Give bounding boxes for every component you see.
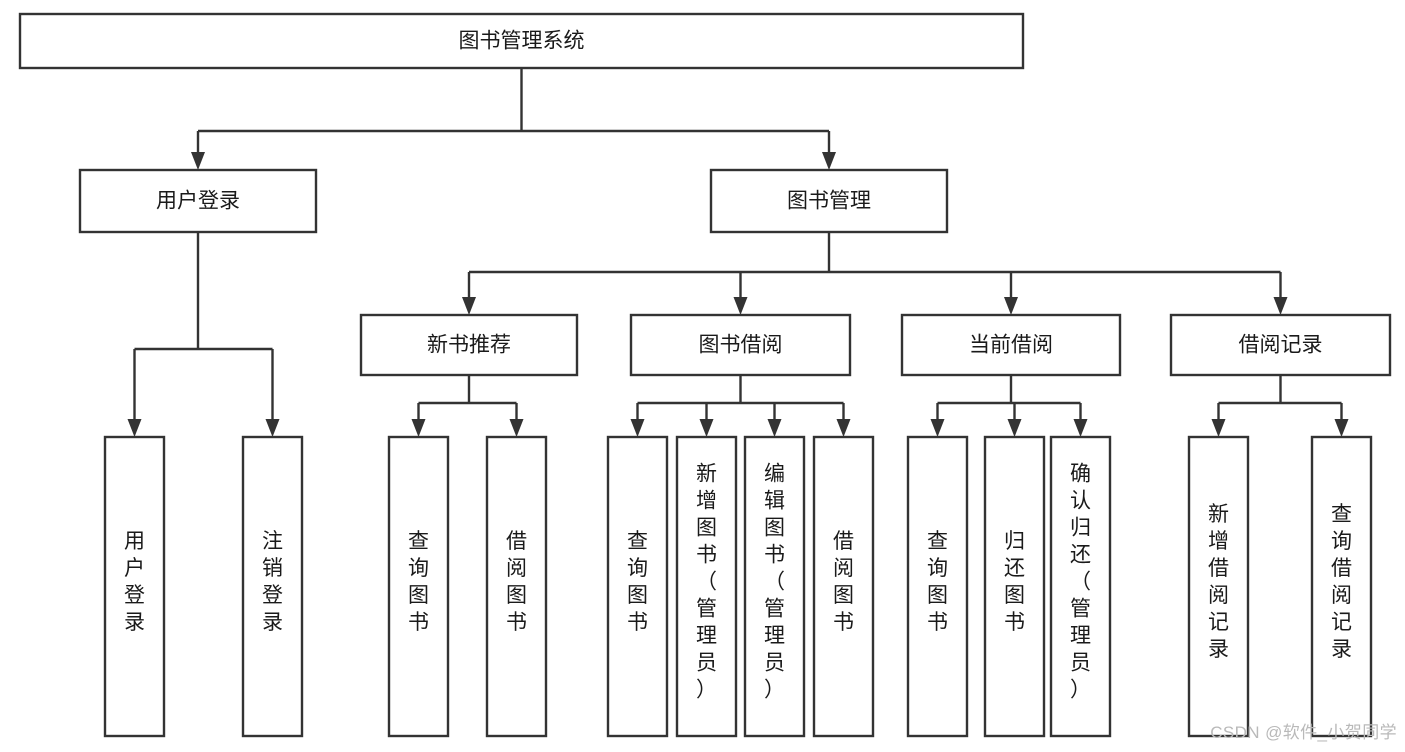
node-box — [1187, 435, 1250, 738]
node-leaf-add-book[interactable]: 新增图书（管理员） — [675, 435, 738, 738]
node-current-borrow[interactable]: 当前借阅 — [900, 313, 1122, 377]
node-label: 图书管理系统 — [459, 30, 585, 53]
node-box — [709, 168, 949, 234]
node-leaf-user-login[interactable]: 用户登录 — [103, 435, 166, 738]
node-label: 新书推荐 — [427, 334, 511, 357]
node-box — [743, 435, 806, 738]
node-label: 查询图书 — [408, 530, 429, 634]
arrow-head — [630, 419, 645, 437]
node-box — [359, 313, 579, 377]
node-label: 注销登录 — [262, 530, 283, 634]
node-box — [18, 12, 1025, 70]
node-box — [485, 435, 548, 738]
node-box — [983, 435, 1046, 738]
node-box — [387, 435, 450, 738]
node-label: 借阅记录 — [1239, 334, 1323, 357]
node-label: 图书管理 — [787, 190, 871, 213]
node-new-book-recommend[interactable]: 新书推荐 — [359, 313, 579, 377]
node-box — [1049, 435, 1112, 738]
node-box — [906, 435, 969, 738]
node-box — [1169, 313, 1392, 377]
node-book-manage[interactable]: 图书管理 — [709, 168, 949, 234]
node-box — [812, 435, 875, 738]
node-label: 编辑图书（管理员） — [764, 463, 785, 702]
node-label: 用户登录 — [156, 190, 240, 213]
arrow-head — [411, 419, 426, 437]
node-label: 查询借阅记录 — [1331, 503, 1352, 661]
node-label: 借阅图书 — [833, 530, 854, 634]
arrow-head — [1334, 419, 1349, 437]
node-label: 借阅图书 — [506, 530, 527, 634]
arrow-head — [1073, 419, 1088, 437]
node-label: 确认归还（管理员） — [1070, 463, 1091, 702]
node-leaf-query-book-3[interactable]: 查询图书 — [906, 435, 969, 738]
node-leaf-query-record[interactable]: 查询借阅记录 — [1310, 435, 1373, 738]
arrow-head — [930, 419, 945, 437]
arrow-head — [191, 152, 205, 170]
arrow-head — [462, 297, 476, 315]
arrow-head — [733, 297, 748, 315]
node-root-root[interactable]: 图书管理系统 — [18, 12, 1025, 70]
node-label: 当前借阅 — [969, 334, 1053, 357]
node-box — [1310, 435, 1373, 738]
node-box — [606, 435, 669, 738]
node-label: 图书借阅 — [699, 334, 783, 357]
arrow-head — [509, 419, 524, 437]
node-leaf-add-record[interactable]: 新增借阅记录 — [1187, 435, 1250, 738]
node-layer: 图书管理系统用户登录图书管理新书推荐图书借阅当前借阅借阅记录用户登录注销登录查询… — [18, 12, 1392, 738]
connector-layer — [127, 68, 1349, 437]
node-label: 新增借阅记录 — [1208, 503, 1229, 661]
arrow-head — [127, 419, 142, 437]
node-box — [629, 313, 852, 377]
node-label: 查询图书 — [927, 530, 948, 634]
node-label: 用户登录 — [124, 530, 145, 634]
node-leaf-confirm-return[interactable]: 确认归还（管理员） — [1049, 435, 1112, 738]
node-leaf-query-book-1[interactable]: 查询图书 — [387, 435, 450, 738]
node-box — [900, 313, 1122, 377]
node-label: 新增图书（管理员） — [696, 463, 717, 702]
node-box — [241, 435, 304, 738]
node-user-login[interactable]: 用户登录 — [78, 168, 318, 234]
node-leaf-query-book-2[interactable]: 查询图书 — [606, 435, 669, 738]
arrow-head — [767, 419, 782, 437]
node-leaf-return-book[interactable]: 归还图书 — [983, 435, 1046, 738]
arrow-head — [265, 419, 280, 437]
node-leaf-borrow-book-2[interactable]: 借阅图书 — [812, 435, 875, 738]
node-leaf-borrow-book-1[interactable]: 借阅图书 — [485, 435, 548, 738]
arrow-head — [1004, 297, 1018, 315]
node-borrow-record[interactable]: 借阅记录 — [1169, 313, 1392, 377]
node-label: 归还图书 — [1004, 530, 1025, 634]
arrow-head — [699, 419, 714, 437]
arrow-head — [822, 152, 836, 170]
node-box — [78, 168, 318, 234]
arrow-head — [1007, 419, 1022, 437]
arrow-head — [1211, 419, 1226, 437]
node-leaf-user-logout[interactable]: 注销登录 — [241, 435, 304, 738]
arrow-head — [836, 419, 851, 437]
node-label: 查询图书 — [627, 530, 648, 634]
csdn-watermark: CSDN @软件_小贺同学 — [1210, 723, 1397, 742]
node-book-borrow[interactable]: 图书借阅 — [629, 313, 852, 377]
node-box — [675, 435, 738, 738]
node-box — [103, 435, 166, 738]
node-leaf-edit-book[interactable]: 编辑图书（管理员） — [743, 435, 806, 738]
arrow-head — [1273, 297, 1288, 315]
